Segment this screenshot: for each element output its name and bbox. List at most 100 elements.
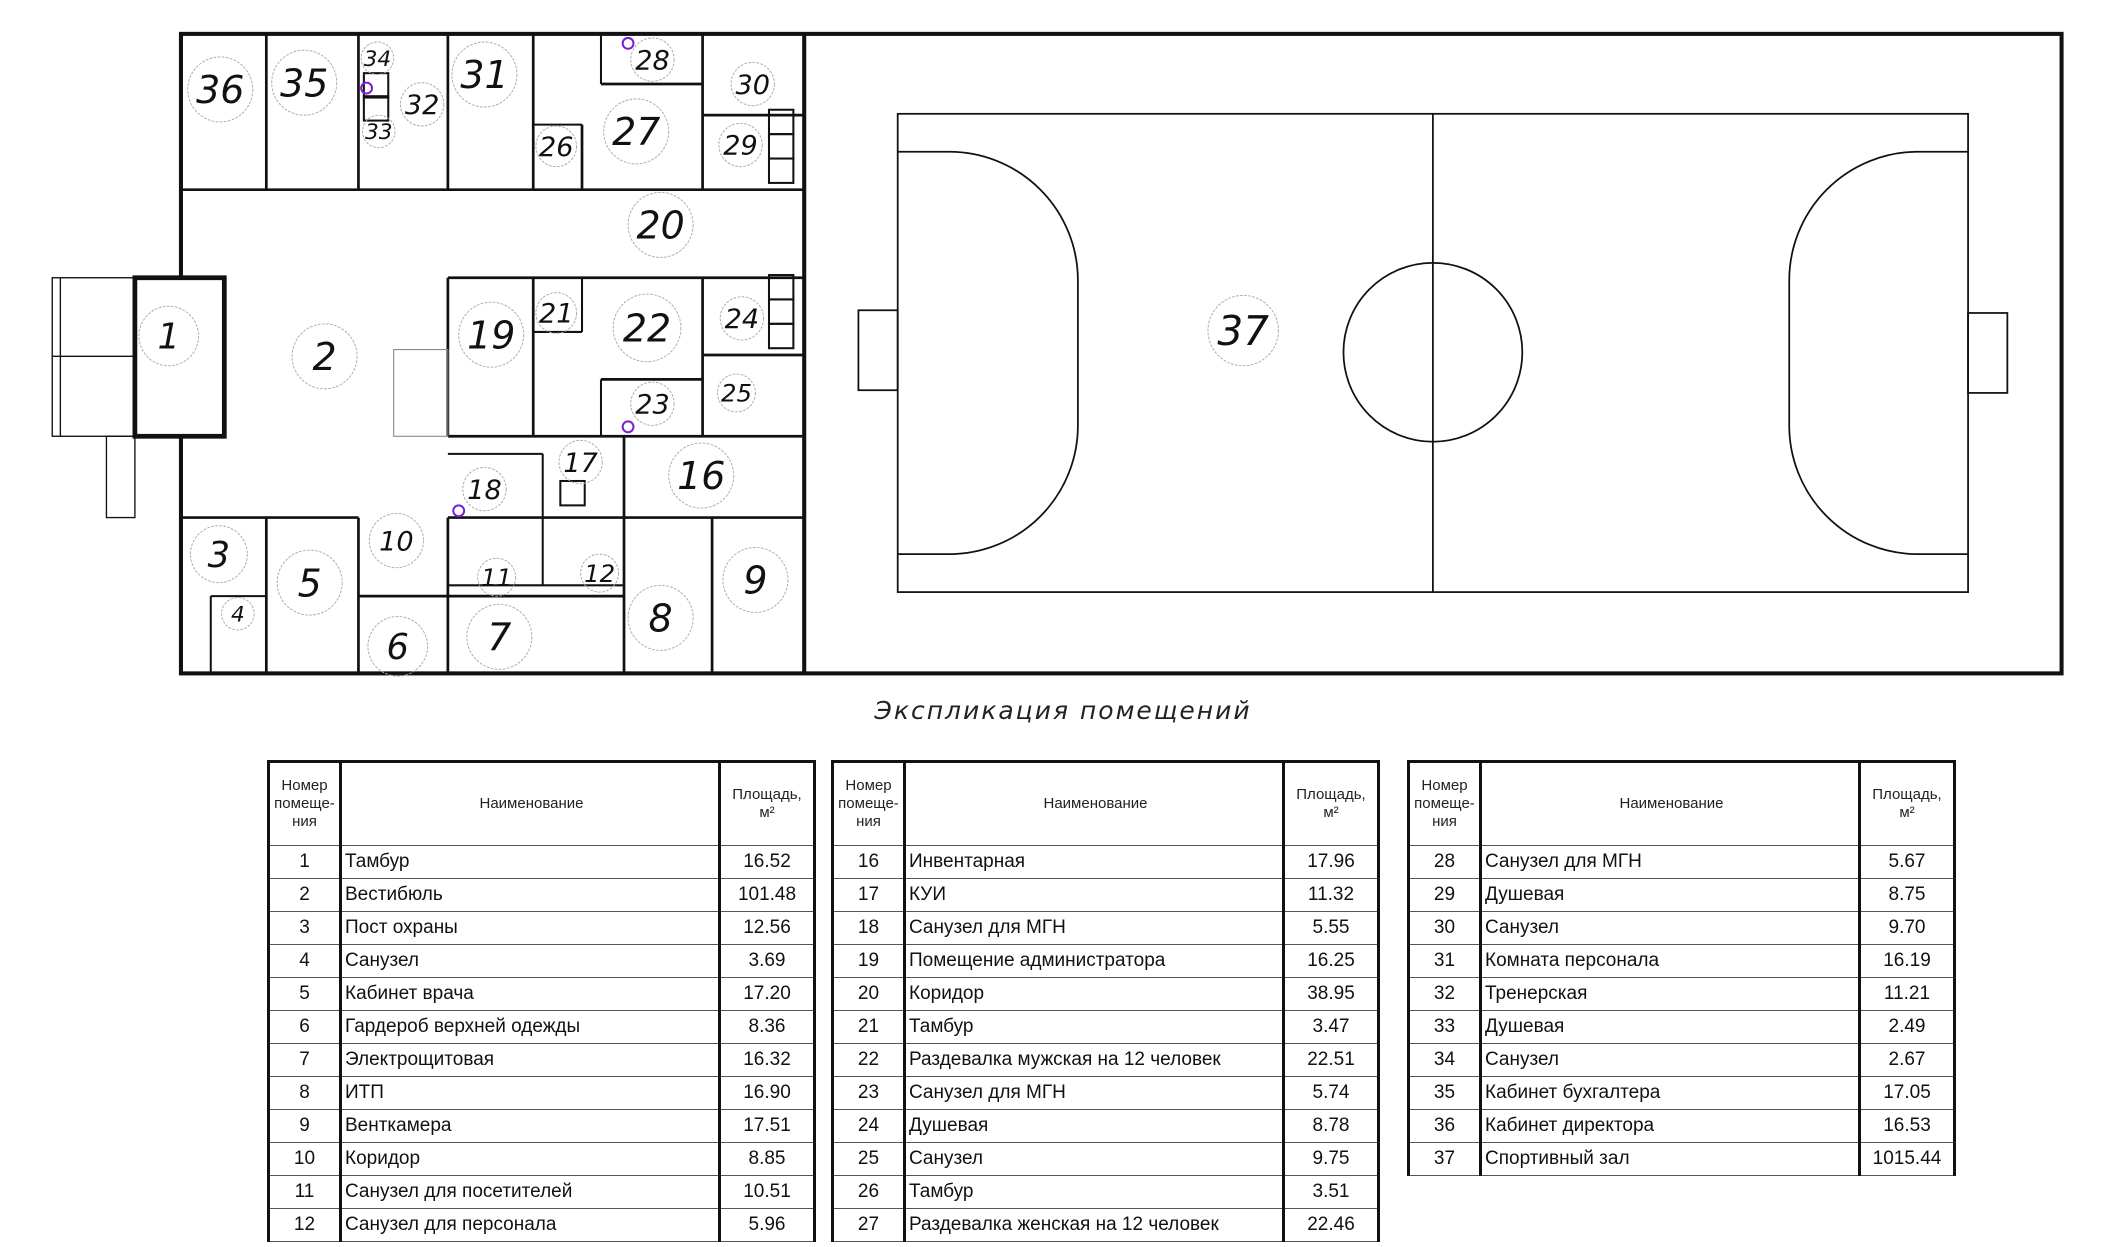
header-area-unit: м² (759, 804, 775, 821)
room-name: Вестибюль (340, 878, 721, 912)
outer-wall (178, 31, 2064, 676)
room-number-26: 26 (539, 132, 573, 163)
room-tag-circle (580, 553, 620, 593)
room-area: 3.47 (1283, 1010, 1377, 1044)
room-number: 18 (834, 911, 906, 945)
room-tag-circle (630, 37, 675, 82)
room-tag-circle (291, 323, 358, 390)
header-area: Площадь,м² (719, 763, 813, 846)
room-name: Раздевалка мужская на 12 человек (904, 1043, 1285, 1077)
room-number: 12 (270, 1208, 342, 1242)
header-name: Наименование (340, 763, 721, 846)
shower-tray (362, 72, 390, 99)
room-area: 2.67 (1859, 1043, 1953, 1077)
room-name: Кабинет бухгалтера (1480, 1076, 1861, 1110)
room-area: 2.49 (1859, 1010, 1953, 1044)
room-area: 22.46 (1283, 1208, 1377, 1242)
room-number-37: 37 (1217, 307, 1269, 355)
room-area: 17.51 (719, 1109, 813, 1143)
room-tag-circle (187, 56, 254, 123)
room-name: Помещение администратора (904, 944, 1285, 978)
room-area: 8.75 (1859, 878, 1953, 912)
room-number-1: 1 (158, 317, 180, 358)
room-number: 27 (834, 1208, 906, 1242)
room-number-31: 31 (460, 53, 508, 97)
room-number: 6 (270, 1010, 342, 1044)
shower-tray (767, 108, 795, 136)
room-area: 8.85 (719, 1142, 813, 1176)
room-tag-circle (362, 114, 396, 149)
room-tag-circle (535, 292, 578, 334)
room-name: Комната персонала (1480, 944, 1861, 978)
room-number: 30 (1410, 911, 1482, 945)
room-number: 36 (1410, 1109, 1482, 1143)
room-number-25: 25 (721, 379, 752, 408)
header-area-label: Площадь, (732, 786, 802, 803)
room-number-16: 16 (677, 454, 725, 498)
shower-tray (767, 322, 795, 350)
room-tag-circle (360, 41, 395, 75)
room-number: 28 (1410, 845, 1482, 879)
accessible-fixture-icon (452, 504, 466, 518)
room-tag-circle (462, 466, 507, 512)
room-name: Тамбур (904, 1010, 1285, 1044)
room-number-11: 11 (481, 563, 512, 592)
room-number-4: 4 (231, 603, 245, 628)
header-name: Наименование (1480, 763, 1861, 846)
room-name: Кабинет врача (340, 977, 721, 1011)
room-area: 9.70 (1859, 911, 1953, 945)
room-name: КУИ (904, 878, 1285, 912)
room-number-20: 20 (636, 204, 684, 248)
room-tag-circle (630, 381, 675, 426)
header-area: Площадь,м² (1283, 763, 1377, 846)
room-number-5: 5 (298, 561, 322, 605)
room-area: 9.75 (1283, 1142, 1377, 1176)
header-number: Номер помеще-ния (1410, 763, 1482, 846)
room-name: Санузел (1480, 1043, 1861, 1077)
court-center-circle (1342, 261, 1524, 443)
room-number: 29 (1410, 878, 1482, 912)
shower-tray (362, 95, 390, 122)
room-name: Коридор (340, 1142, 721, 1176)
room-number: 2 (270, 878, 342, 912)
room-area: 5.67 (1859, 845, 1953, 879)
room-number: 31 (1410, 944, 1482, 978)
room-number-30: 30 (735, 70, 769, 101)
walls (51, 31, 2064, 676)
room-number: 9 (270, 1109, 342, 1143)
vestibule-1-walls (132, 275, 227, 439)
room-tag-circle (718, 122, 763, 168)
room-tag-circle (535, 125, 578, 168)
room-number: 11 (270, 1175, 342, 1209)
room-number-22: 22 (623, 307, 671, 351)
room-number-6: 6 (387, 627, 409, 668)
room-number-12: 12 (584, 559, 615, 588)
room-area: 17.20 (719, 977, 813, 1011)
room-area: 11.21 (1859, 977, 1953, 1011)
room-name: Электрощитовая (340, 1043, 721, 1077)
room-area: 16.25 (1283, 944, 1377, 978)
room-area: 16.19 (1859, 944, 1953, 978)
accessible-fixture-icon (621, 36, 635, 50)
shower-tray (559, 479, 586, 507)
header-area-unit: м² (1323, 804, 1339, 821)
